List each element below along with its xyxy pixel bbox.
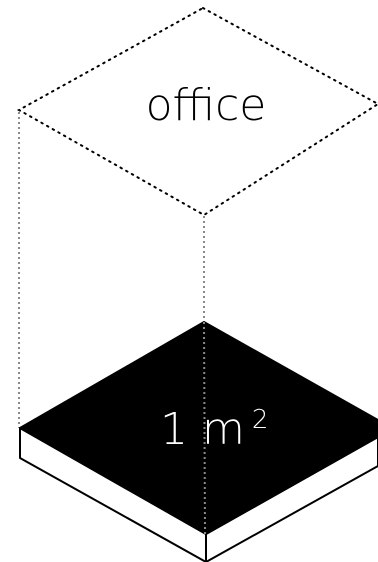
area-number: 1 [160,404,188,455]
area-unit: m [202,404,245,455]
tile-top-face [19,321,378,535]
projection-line-center-on-tile [203,321,206,535]
office-label: office [146,80,267,131]
area-label: 1 m 2 [160,404,268,455]
office-volume-outline [16,6,378,217]
area-exponent: 2 [252,405,269,435]
